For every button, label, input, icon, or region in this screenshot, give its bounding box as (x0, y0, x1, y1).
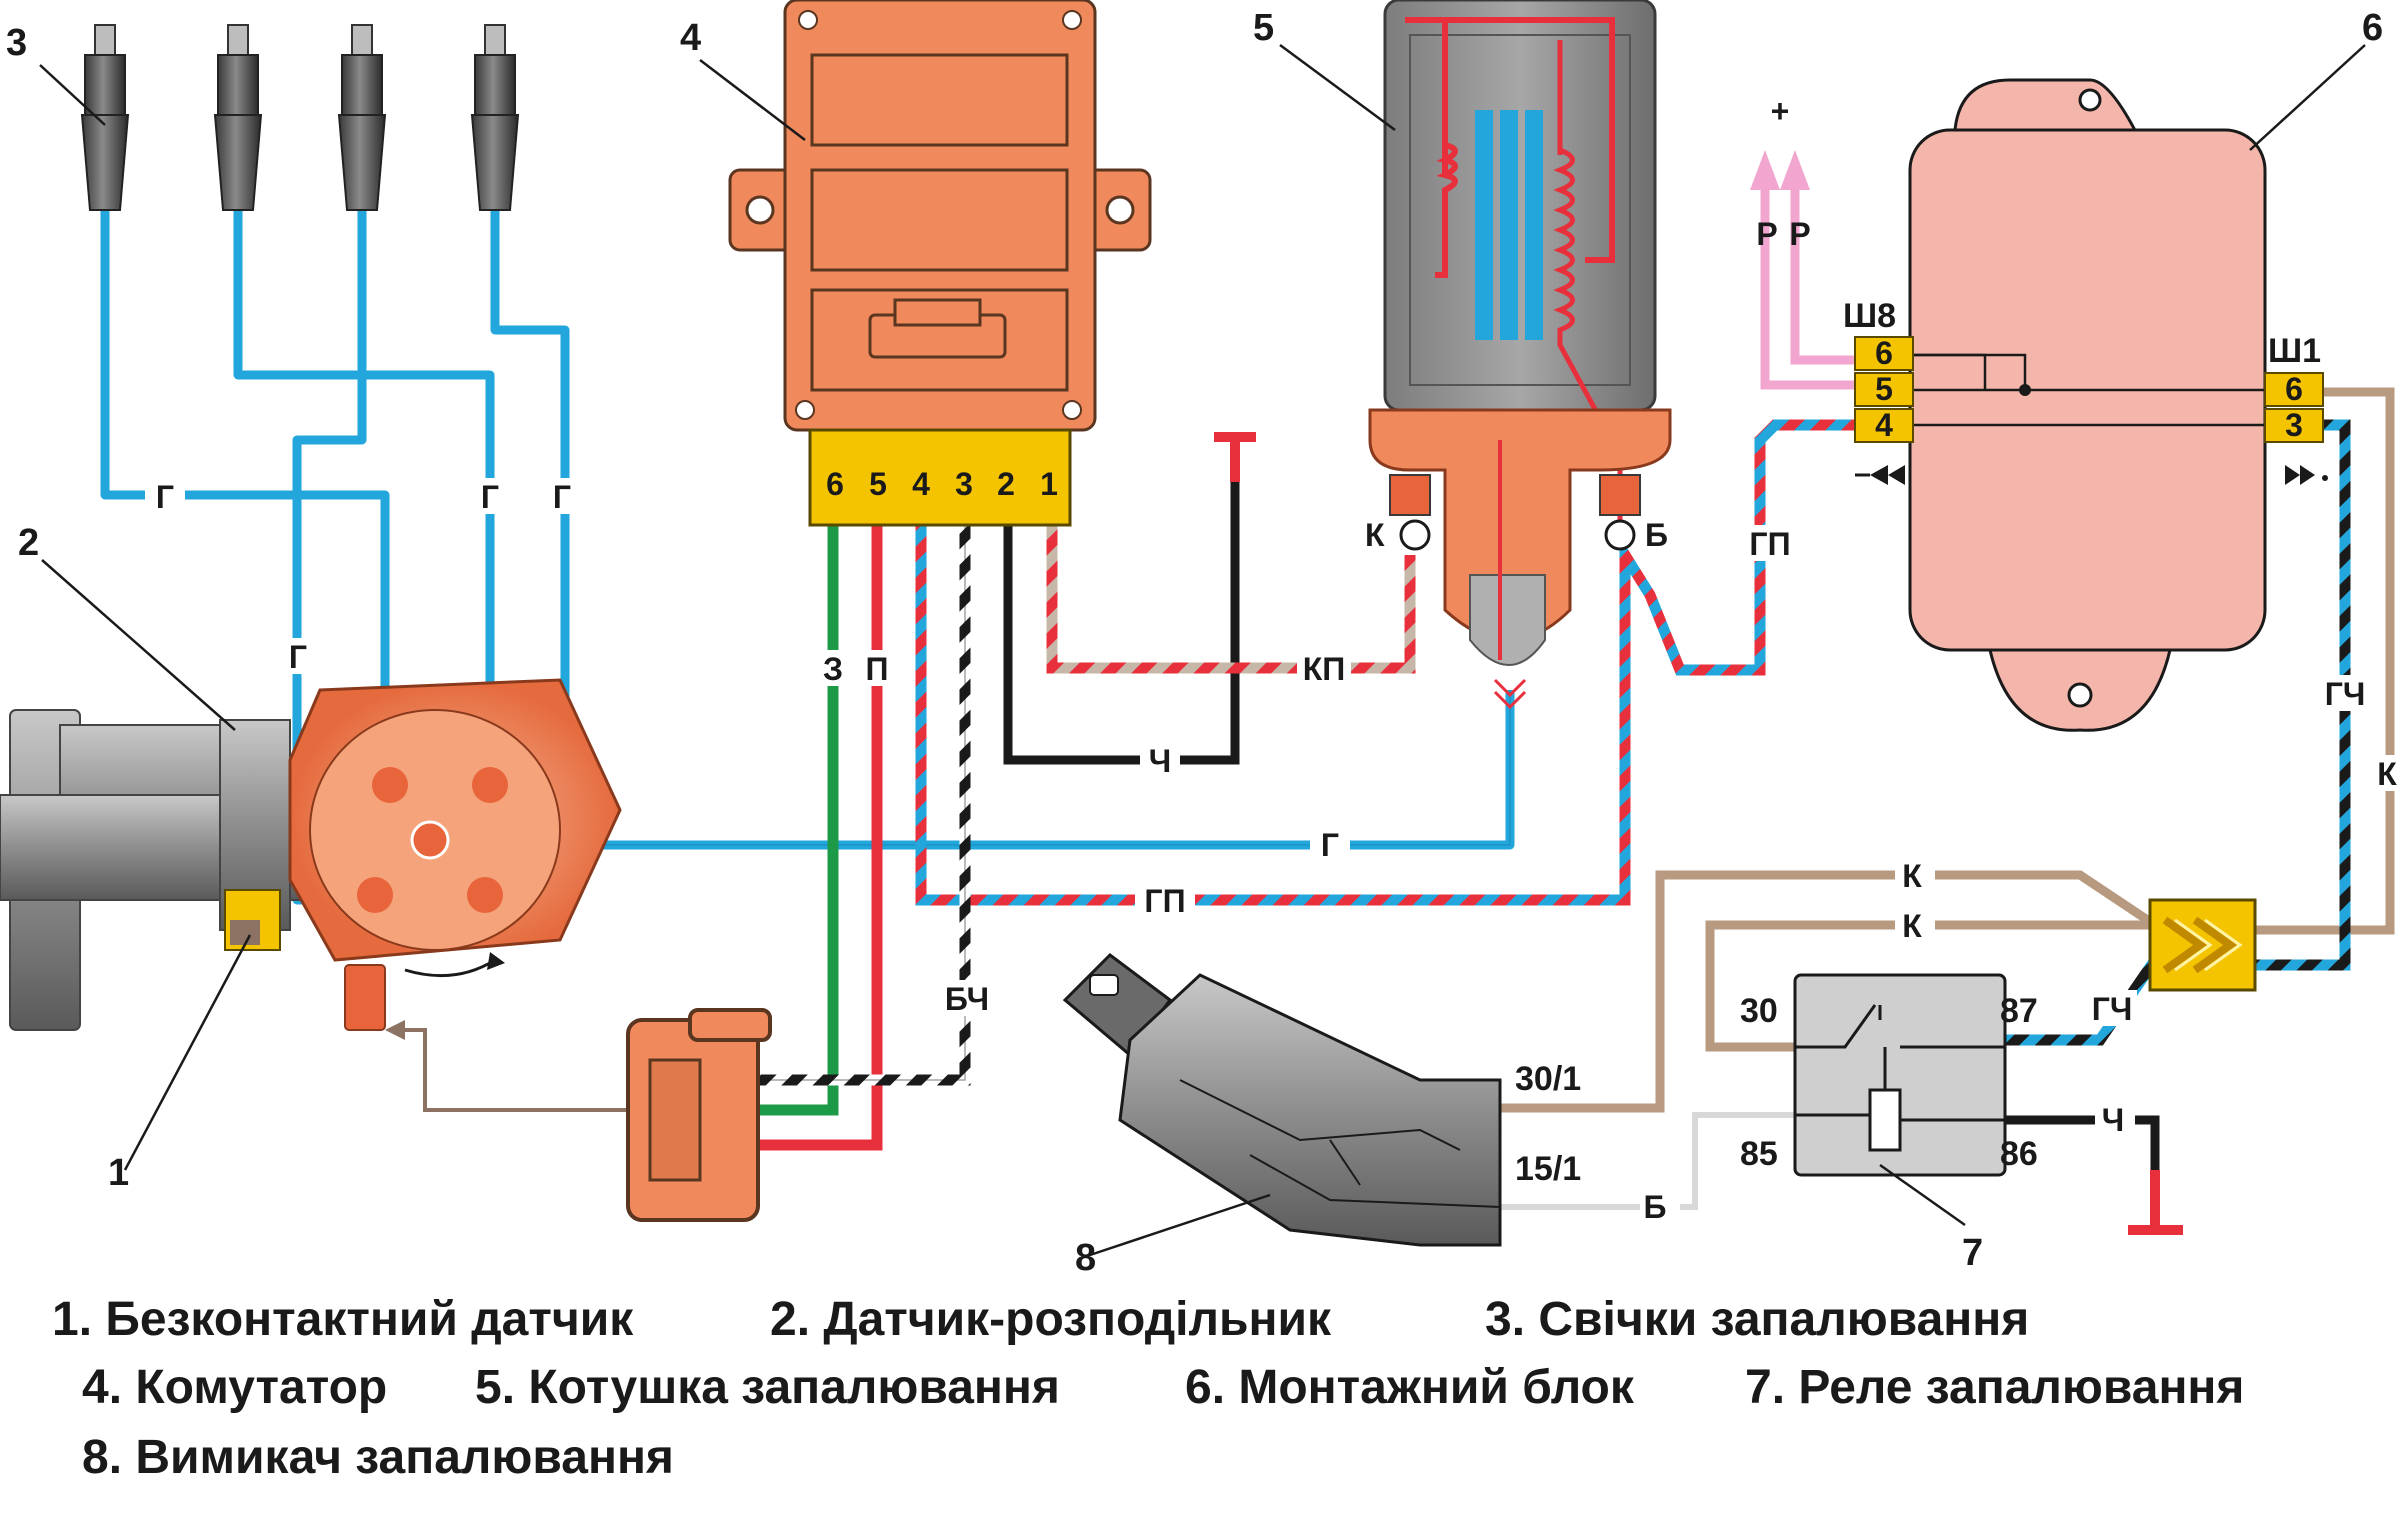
ignition-switch (1062, 953, 1502, 1247)
svg-text:К: К (2377, 756, 2397, 792)
relay-terminal-87: 87 (2000, 992, 2038, 1030)
distributor (0, 678, 622, 1031)
mounting-block (1854, 78, 2328, 732)
callout-8: 8 (1075, 1237, 1096, 1279)
legend-item-8: 8. Вимикач запалювання (82, 1431, 674, 1484)
ground-symbol-bottom (2128, 1170, 2183, 1235)
relay-terminal-85: 85 (1740, 1135, 1778, 1173)
svg-text:Г: Г (481, 479, 499, 515)
coil-terminal-b: Б (1645, 517, 1668, 553)
callout-7: 7 (1962, 1232, 1983, 1274)
callout-5: 5 (1253, 7, 1274, 49)
switch-terminal-30-1: 30/1 (1515, 1060, 1581, 1098)
callout-6: 6 (2362, 7, 2383, 49)
commutator (728, 0, 1152, 527)
spark-plug-3 (337, 24, 387, 211)
sh8-pin-6: 6 (1875, 335, 1893, 371)
callout-1: 1 (108, 1152, 129, 1194)
wire-white-b (1495, 1112, 1795, 1210)
wire-gch-relay (2005, 956, 2160, 1046)
svg-text:ГП: ГП (1749, 526, 1790, 562)
svg-text:Г: Г (1321, 827, 1339, 863)
svg-text:КП: КП (1303, 651, 1346, 687)
wire-kp (1046, 525, 1416, 674)
svg-text:П: П (866, 651, 889, 687)
svg-text:Г: Г (289, 639, 307, 675)
spark-plugs (80, 24, 520, 211)
spark-plug-1 (80, 24, 130, 211)
sensor-plug (626, 1008, 772, 1222)
legend-item-6: 6. Монтажний блок (1185, 1361, 1634, 1414)
relay-terminal-86: 86 (2000, 1135, 2038, 1173)
wire-brown-k1 (1495, 870, 2158, 1113)
commutator-pin-2: 2 (997, 466, 1015, 502)
callout-leaders (39, 43, 2366, 1257)
ground-symbol-top (1214, 432, 1256, 482)
ignition-relay (1793, 973, 2007, 1177)
svg-text:+: + (1771, 93, 1790, 129)
sh8-pin-4: 4 (1875, 407, 1893, 443)
switch-terminal-15-1: 15/1 (1515, 1150, 1581, 1188)
svg-text:БЧ: БЧ (945, 981, 989, 1017)
callout-4: 4 (680, 17, 701, 59)
callout-2: 2 (18, 522, 39, 564)
svg-text:З: З (823, 651, 843, 687)
svg-text:Ч: Ч (2102, 1102, 2124, 1138)
svg-text:ГЧ: ГЧ (2092, 991, 2133, 1027)
legend-item-4: 4. Комутатор (82, 1361, 388, 1414)
callout-3: 3 (6, 22, 27, 64)
wire-gp-main (915, 419, 1855, 906)
commutator-pin-5: 5 (869, 466, 887, 502)
svg-text:Ч: Ч (1149, 743, 1171, 779)
legend-item-7: 7. Реле запалювання (1745, 1361, 2245, 1414)
legend-item-5: 5. Котушка запалювання (475, 1361, 1060, 1414)
spark-plug-4 (470, 24, 520, 211)
svg-text:Р: Р (1789, 216, 1810, 252)
svg-text:Г: Г (553, 479, 571, 515)
svg-text:Б: Б (1644, 1189, 1667, 1225)
sh8-label: Ш8 (1843, 297, 1896, 335)
legend-item-1: 1. Безконтактний датчик (52, 1293, 634, 1346)
ignition-coil (1368, 0, 1672, 710)
svg-text:К: К (1902, 908, 1922, 944)
wire-brown-sh1-6 (2255, 387, 2395, 935)
legend-item-2: 2. Датчик-розподільник (770, 1293, 1332, 1346)
sensor-arrow-line (390, 1028, 630, 1112)
sensor-arrow-head (385, 1020, 405, 1040)
svg-text:ГП: ГП (1144, 883, 1185, 919)
sensor-connector (344, 964, 386, 1031)
wire-bch-outline (700, 525, 966, 1081)
commutator-pin-6: 6 (826, 466, 844, 502)
relay-connector-yellow (2148, 898, 2257, 992)
wire-black-ch (1003, 482, 1240, 765)
relay-terminal-30: 30 (1740, 992, 1778, 1030)
wire-labels: Г Г Г Г Г ГП ГП З П БЧ Ч КП К К К ГЧ ГЧ … (145, 93, 2400, 1226)
coil-terminal-k: К (1365, 517, 1385, 553)
svg-text:ГЧ: ГЧ (2325, 676, 2366, 712)
commutator-pin-3: 3 (955, 466, 973, 502)
svg-text:Р: Р (1756, 216, 1777, 252)
svg-text:Г: Г (156, 479, 174, 515)
sh1-pin-3: 3 (2285, 407, 2303, 443)
sh1-pin-6: 6 (2285, 371, 2303, 407)
sh1-label: Ш1 (2268, 332, 2321, 370)
high-voltage-wire-outline (430, 690, 1511, 846)
sh8-pin-5: 5 (1875, 371, 1893, 407)
legend-item-3: 3. Свічки запалювання (1485, 1293, 2030, 1346)
commutator-pin-4: 4 (912, 466, 930, 502)
wire-bch (700, 525, 971, 1086)
positive-supply-lines (1750, 150, 1860, 390)
svg-text:К: К (1902, 858, 1922, 894)
commutator-pin-1: 1 (1040, 466, 1058, 502)
spark-plug-2 (213, 24, 263, 211)
